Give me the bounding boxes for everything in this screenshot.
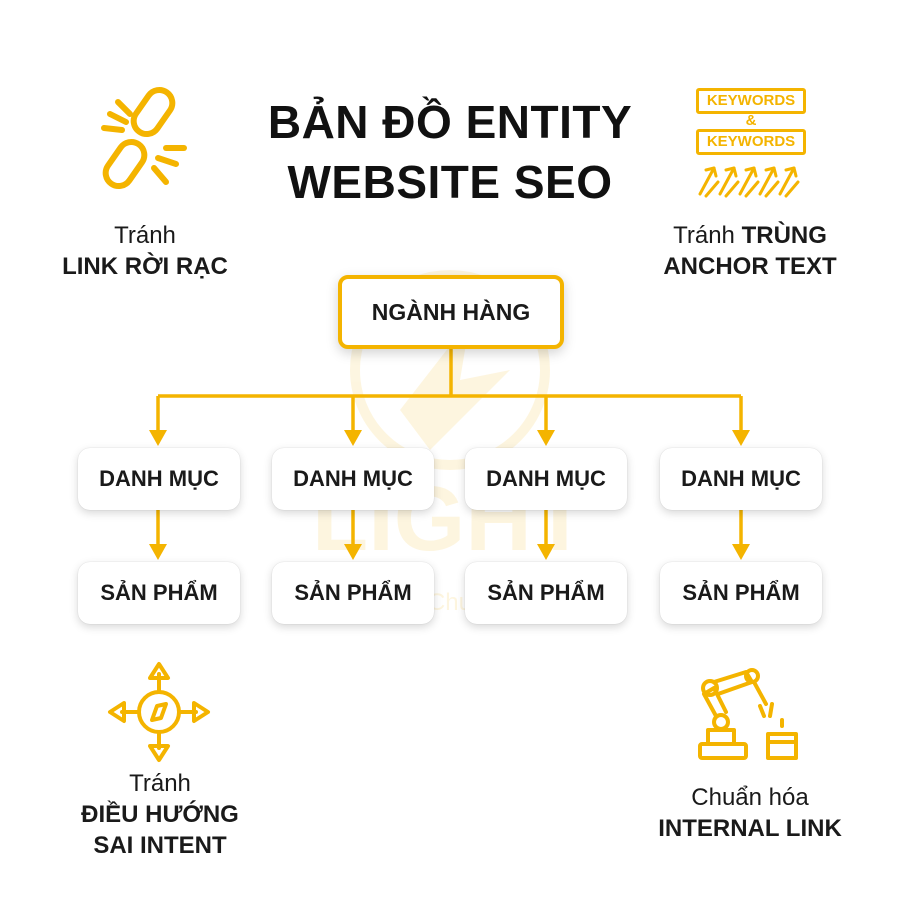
bottom-right-line-2: INTERNAL LINK [658,815,842,842]
product-node-1: SẢN PHẨM [78,562,240,624]
top-left-line-2: LINK RỜI RẠC [62,253,228,280]
title-line-1: BẢN ĐỒ ENTITY [267,96,633,148]
leaf-arrowhead-2 [344,544,362,560]
leaf-arrowhead-4 [732,544,750,560]
bottom-left-line-2: ĐIỀU HƯỚNG [81,801,239,828]
keywords-icon: KEYWORDS & KEYWORDS [696,88,806,200]
broken-chain-icon [101,86,187,190]
leaf-arrowhead-1 [149,544,167,560]
keywords-bottom-label: KEYWORDS [696,129,806,155]
bottom-left-caption: Tránh ĐIỀU HƯỚNG SAI INTENT [50,768,270,861]
bottom-right-line-1: Chuẩn hóa [691,784,809,811]
keywords-top-label: KEYWORDS [696,88,806,114]
bottom-right-caption: Chuẩn hóa INTERNAL LINK [630,782,870,844]
top-right-line-1: Tránh TRÙNG [640,220,860,251]
category-node-1: DANH MỤC [78,448,240,510]
keywords-amp-label: & [745,112,757,129]
title-line-2: WEBSITE SEO [287,156,613,208]
bottom-left-line-1: Tránh [129,770,191,797]
top-left-line-1: Tránh [114,222,176,249]
robot-arm-icon [698,668,798,760]
branch-arrowhead-1 [149,430,167,446]
top-right-caption: Tránh TRÙNG ANCHOR TEXT [640,220,860,282]
root-node: NGÀNH HÀNG [338,275,564,349]
top-right-line-2: ANCHOR TEXT [663,253,837,280]
leaf-arrowhead-3 [537,544,555,560]
compass-icon [108,662,210,762]
diagram-title: BẢN ĐỒ ENTITY WEBSITE SEO [150,92,750,212]
branch-arrowhead-4 [732,430,750,446]
product-node-4: SẢN PHẨM [660,562,822,624]
diagonal-arrows-icon [698,166,800,198]
top-left-caption: Tránh LINK RỜI RẠC [40,220,250,282]
product-node-3: SẢN PHẨM [465,562,627,624]
branch-arrowhead-2 [344,430,362,446]
category-node-4: DANH MỤC [660,448,822,510]
top-right-line-1-bold: TRÙNG [741,222,827,249]
branch-arrowhead-3 [537,430,555,446]
top-right-line-1-normal: Tránh [673,222,742,249]
category-node-2: DANH MỤC [272,448,434,510]
category-node-3: DANH MỤC [465,448,627,510]
bottom-left-line-3: SAI INTENT [93,832,227,859]
product-node-2: SẢN PHẨM [272,562,434,624]
